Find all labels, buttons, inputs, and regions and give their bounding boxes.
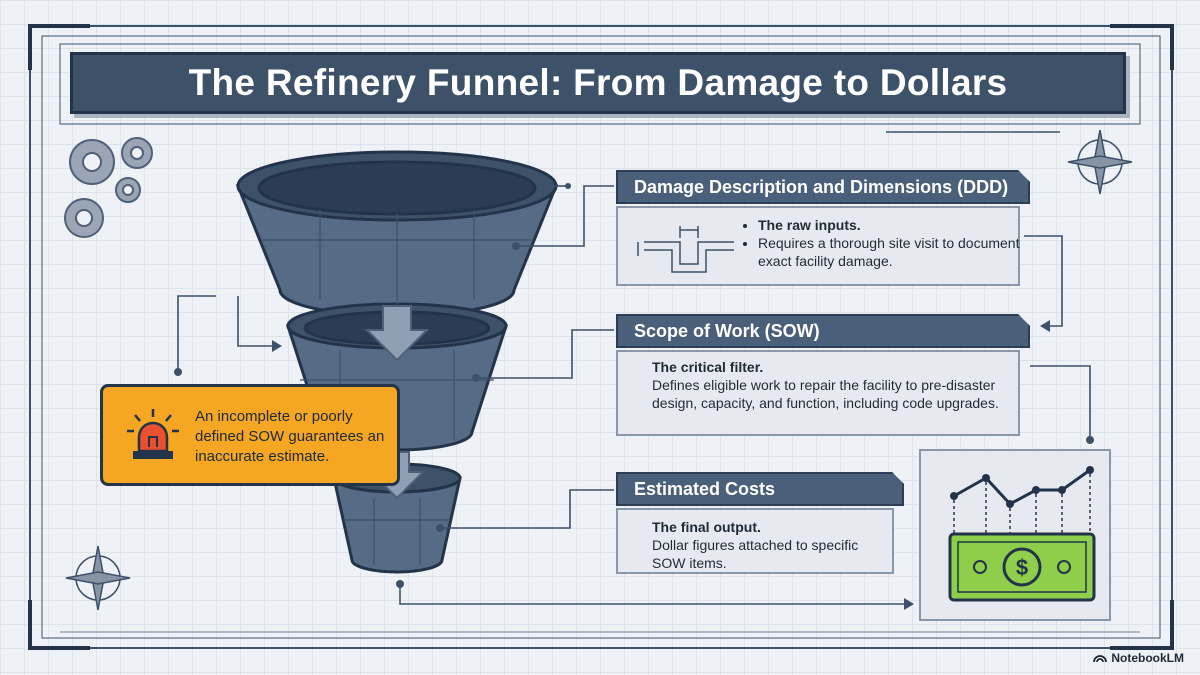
costs-text: Dollar figures attached to specific SOW … — [652, 537, 859, 571]
costs-panel: The final output. Dollar figures attache… — [616, 508, 894, 574]
ddd-panel: The raw inputs. Requires a thorough site… — [616, 206, 1020, 286]
ddd-heading: Damage Description and Dimensions (DDD) — [616, 170, 1030, 204]
costs-heading: Estimated Costs — [616, 472, 904, 506]
sow-text: Defines eligible work to repair the faci… — [652, 377, 999, 411]
brand-name: NotebookLM — [1111, 651, 1184, 665]
compass-rose-icon — [1067, 129, 1133, 195]
ddd-heading-text: Damage Description and Dimensions (DDD) — [634, 176, 1009, 197]
svg-text:$: $ — [1016, 555, 1028, 580]
siren-icon — [127, 409, 179, 459]
costs-heading-text: Estimated Costs — [634, 478, 776, 499]
brand-watermark: NotebookLM — [1093, 651, 1184, 665]
sow-panel: The critical filter. Defines eligible wo… — [616, 350, 1020, 436]
notebooklm-logo-icon — [1093, 655, 1108, 663]
dollar-bill-icon: $ — [948, 532, 1096, 602]
gear-icon — [64, 137, 153, 238]
line-chart-icon — [953, 468, 1091, 506]
compass-rose-icon — [65, 545, 131, 611]
sow-lead: The critical filter. — [652, 359, 764, 375]
warning-text: An incomplete or poorly defined SOW guar… — [195, 408, 385, 465]
costs-lead: The final output. — [652, 519, 761, 535]
sow-heading-text: Scope of Work (SOW) — [634, 320, 820, 341]
blueprint-detail-icon — [637, 226, 734, 273]
warning-callout: An incomplete or poorly defined SOW guar… — [100, 384, 400, 486]
title-banner: The Refinery Funnel: From Damage to Doll… — [70, 52, 1126, 114]
sow-heading: Scope of Work (SOW) — [616, 314, 1030, 348]
ddd-bullet: Requires a thorough site visit to docume… — [758, 234, 1026, 270]
page-title: The Refinery Funnel: From Damage to Doll… — [188, 62, 1008, 103]
ddd-bullet: The raw inputs. — [758, 216, 1026, 234]
